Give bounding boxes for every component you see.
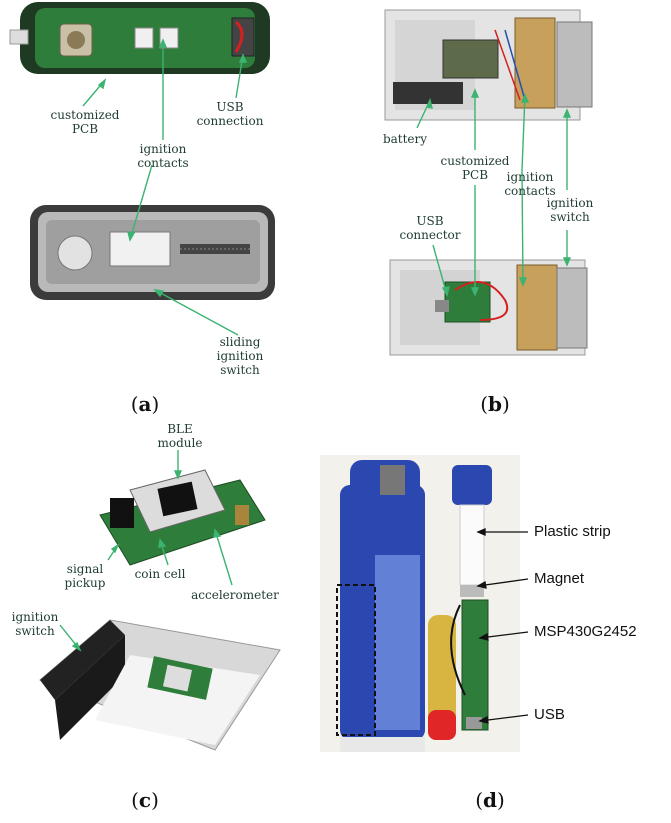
- open-case-photo: [30, 205, 275, 300]
- panel-b: battery customized PCB ignition contacts…: [335, 0, 671, 420]
- panel-c-photo: [39, 450, 281, 751]
- bottom-unit-photo: [389, 259, 588, 356]
- label-usb-connector: USB connector: [399, 214, 461, 242]
- panel-a-photo: [9, 2, 275, 336]
- label-accelerometer: accelerometer: [191, 588, 279, 602]
- enclosure-photo: [39, 619, 281, 751]
- label-ignition-contacts: ignition contacts: [137, 142, 189, 170]
- label-customized-pcb-b: customized PCB: [440, 154, 510, 182]
- panel-c: BLE module signal pickup coin cell accel…: [0, 420, 335, 823]
- pcb-device-photo: [9, 2, 270, 74]
- panel-a: customized PCB ignition contacts USB con…: [0, 0, 335, 420]
- panel-b-photo: [384, 9, 593, 356]
- panel-d-photo: [320, 455, 529, 752]
- label-signal-pickup: signal pickup: [64, 562, 106, 590]
- label-battery: battery: [382, 132, 428, 146]
- lighter-photo: [336, 460, 425, 752]
- label-ignition-switch-b: ignition switch: [546, 196, 594, 224]
- caption-b: (b): [480, 392, 510, 416]
- label-ignition-switch-c: ignition switch: [11, 610, 59, 638]
- top-unit-photo: [384, 9, 593, 121]
- label-coin-cell: coin cell: [134, 567, 186, 581]
- label-sliding-ignition-switch: sliding ignition switch: [216, 335, 264, 377]
- caption-d: (d): [475, 788, 505, 812]
- panel-d: Plastic strip Magnet MSP430G2452 USB (d): [320, 455, 665, 823]
- caption-c: (c): [131, 788, 159, 812]
- label-customized-pcb: customized PCB: [50, 108, 120, 136]
- cap-photo: [452, 465, 492, 597]
- label-ignition-contacts-b: ignition contacts: [504, 170, 556, 198]
- label-magnet: Magnet: [534, 570, 585, 587]
- label-usb-d: USB: [534, 706, 565, 723]
- battery-board-photo: [428, 599, 489, 740]
- ble-board-photo: [99, 469, 266, 566]
- label-ble-module: BLE module: [157, 422, 203, 450]
- label-usb-connection: USB connection: [196, 100, 264, 128]
- label-msp430: MSP430G2452: [534, 623, 637, 640]
- caption-a: (a): [130, 392, 160, 416]
- label-plastic-strip: Plastic strip: [534, 523, 611, 540]
